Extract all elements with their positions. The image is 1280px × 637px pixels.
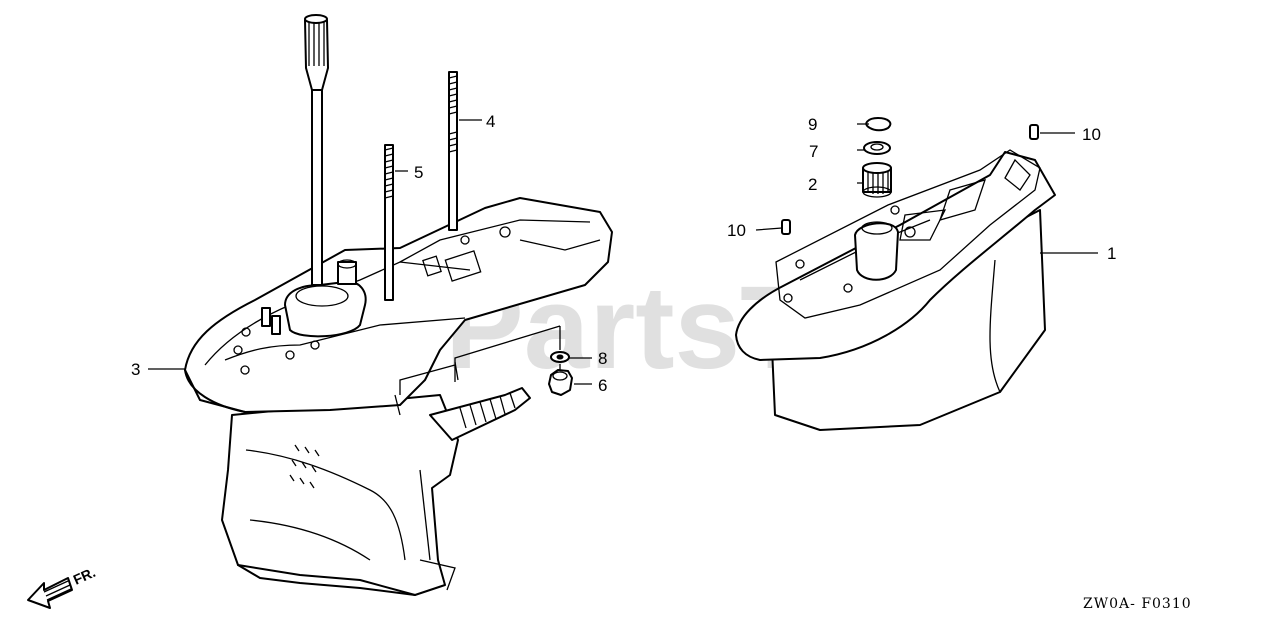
nut-6 [548,369,573,396]
pump-housing [284,280,367,338]
callout-5: 5 [414,163,423,182]
front-direction-label: FR. [71,564,98,588]
callout-6: 6 [598,376,607,395]
oil-seal-7 [863,141,891,155]
leader-lines [148,119,1098,385]
circlip-9 [865,117,892,132]
front-arrow-icon [27,577,73,609]
stud-4 [448,71,458,231]
callout-9: 9 [808,115,817,134]
drive-shaft [304,14,329,286]
extension-case-assembly [735,149,1056,431]
gear-case-lower-housing [221,394,459,596]
callout-2: 2 [808,175,817,194]
callout-7: 7 [809,142,818,161]
dowel-pin-10-lower [781,219,791,235]
dowel-pin-10-upper [1029,124,1039,140]
gear-case-assembly [184,197,613,596]
callout-1: 1 [1107,244,1116,263]
callout-4: 4 [486,112,495,131]
diagram-reference-code: ZW0A- F0310 [1083,596,1192,612]
callout-10-right: 10 [1082,125,1101,144]
stud-5 [384,144,394,301]
callout-10-left: 10 [727,221,746,240]
callout-3: 3 [131,360,140,379]
extension-case-boss [854,222,899,281]
front-direction-indicator: FR. [27,564,98,609]
propeller-shaft [429,387,531,441]
bearing-2 [862,162,892,198]
callout-8: 8 [598,349,607,368]
